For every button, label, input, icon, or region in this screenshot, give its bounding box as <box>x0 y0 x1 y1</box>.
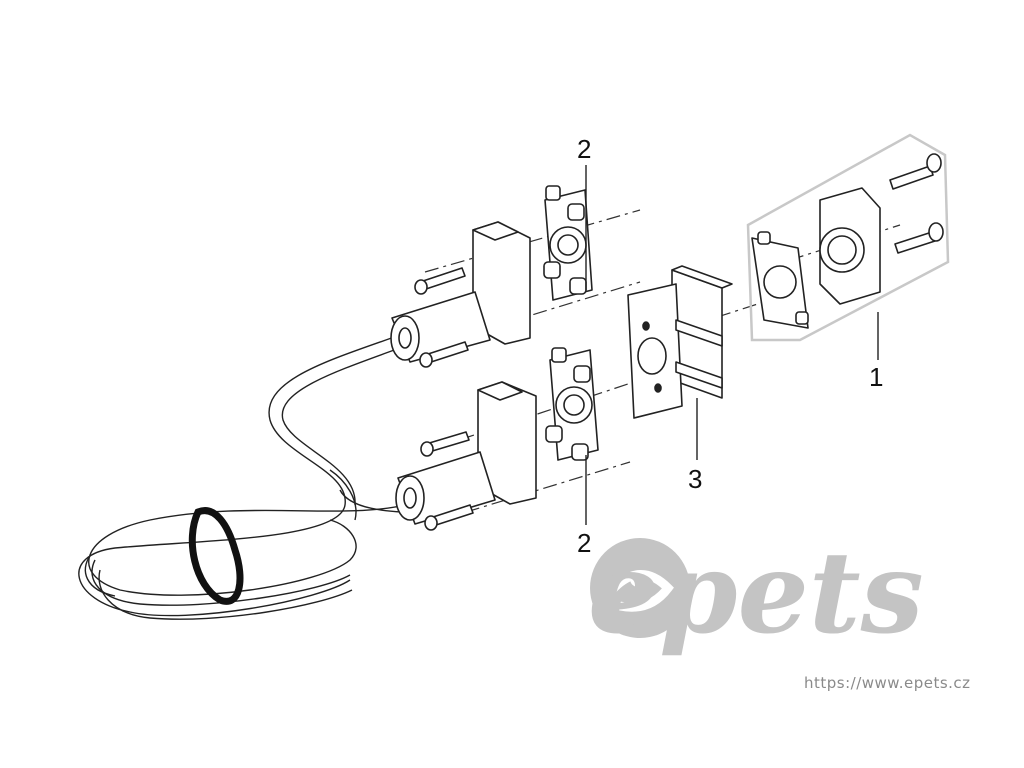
logo-mark-swirl <box>608 570 674 612</box>
wall-adapter <box>751 153 944 329</box>
watermark-logo: epets <box>588 528 924 659</box>
axis-upper <box>424 209 641 273</box>
callout-lower-gasket: 2 <box>577 528 591 558</box>
axis-lower <box>434 379 641 449</box>
logo-mark-icon <box>590 538 690 638</box>
coupling-block <box>627 265 733 419</box>
cable-tie <box>188 507 244 605</box>
callout-coupling-block: 3 <box>688 464 702 494</box>
callout-wall-adapter: 1 <box>869 362 883 392</box>
adapter-frame <box>746 133 950 342</box>
upper-plug-assembly <box>390 221 531 368</box>
axis-center <box>639 299 771 343</box>
lower-plug-assembly <box>395 381 537 531</box>
watermark-logo-text: epets <box>588 528 924 659</box>
lower-gasket <box>545 347 599 461</box>
cable-coil <box>78 334 409 620</box>
adapter-screw-1 <box>889 165 934 190</box>
watermark-url: https://www.epets.cz <box>804 674 971 692</box>
callout-upper-gasket: 2 <box>577 134 591 164</box>
upper-gasket <box>543 185 593 301</box>
